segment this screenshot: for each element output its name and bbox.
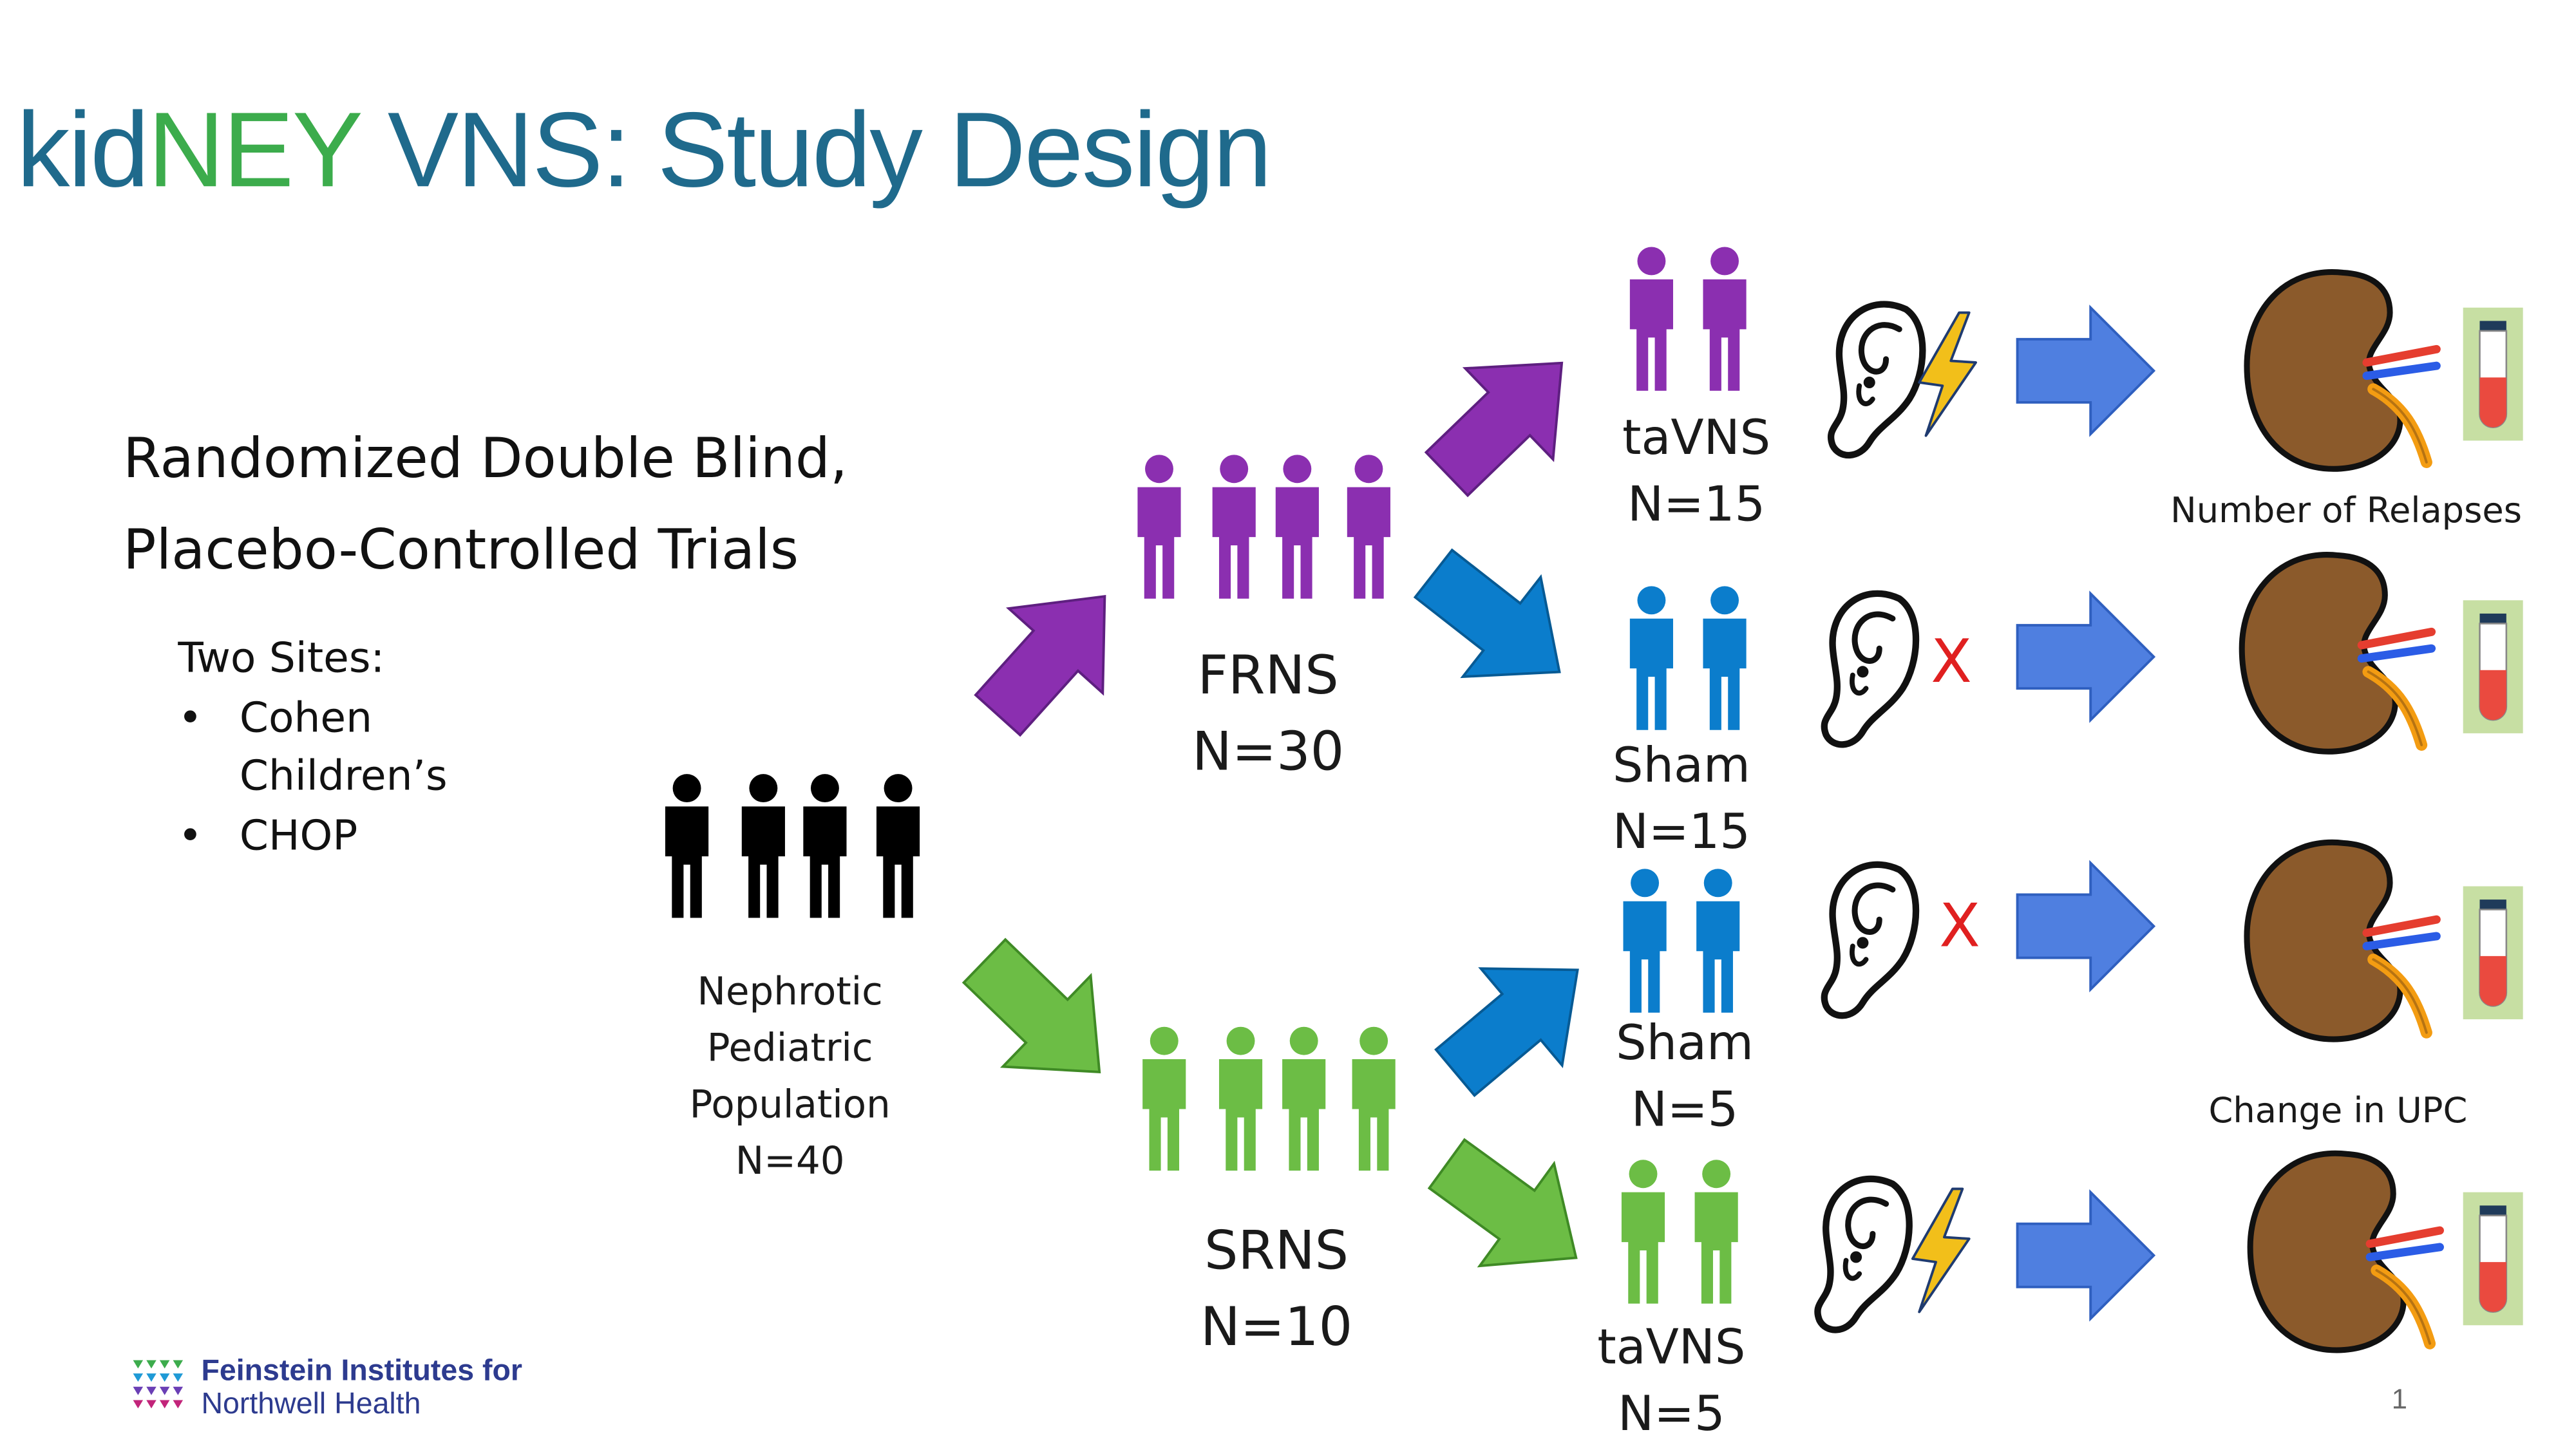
- srns-group: [1142, 1026, 1396, 1171]
- frns-name: FRNS: [1197, 643, 1339, 707]
- srns-label: SRNS N=10: [1173, 1212, 1381, 1366]
- title-part-kid: kid: [16, 89, 149, 210]
- blood-tube-icon: [2462, 1191, 2524, 1326]
- arrow-icon: [2016, 306, 2155, 435]
- arrow-icon: [1408, 1111, 1615, 1310]
- person-icon: [1629, 247, 1673, 391]
- person-icon: [1282, 1026, 1326, 1171]
- sites-heading: Two Sites:: [178, 633, 385, 682]
- page-title: kidNEY VNS: Study Design: [17, 97, 1272, 203]
- person-icon: [1623, 869, 1667, 1013]
- lightning-icon: [1918, 311, 1977, 437]
- design-line-1: Randomized Double Blind,: [123, 426, 848, 491]
- person-icon: [1347, 455, 1390, 599]
- kidney-icon: [2247, 272, 2436, 469]
- outcome-relapses: Number of Relapses: [2170, 490, 2522, 531]
- blood-tube-icon: [2462, 306, 2524, 442]
- population-line-3: Population: [689, 1084, 891, 1127]
- site-item-chop: CHOP: [178, 805, 506, 865]
- arm-n: N=15: [1627, 475, 1766, 532]
- arm-label-tavns-5: taVNS N=5: [1571, 1313, 1771, 1447]
- srns-name: SRNS: [1204, 1218, 1349, 1283]
- title-part-ney: NEY: [147, 89, 361, 210]
- arm-n: N=15: [1612, 803, 1750, 860]
- blood-tube-icon: [2462, 599, 2524, 735]
- lightning-icon: [1911, 1187, 1971, 1313]
- person-icon: [1696, 869, 1740, 1013]
- person-icon: [1275, 455, 1319, 599]
- sham-x-mark: X: [1931, 628, 1972, 697]
- person-icon: [1352, 1026, 1396, 1171]
- outcome-upc: Change in UPC: [2208, 1091, 2468, 1131]
- kidney-icon: [2242, 555, 2431, 752]
- arm-n: N=5: [1631, 1080, 1739, 1138]
- design-line-2: Placebo-Controlled Trials: [123, 517, 799, 582]
- person-icon: [1212, 455, 1256, 599]
- arm-label-tavns-15: taVNS N=15: [1596, 404, 1796, 538]
- arrow-icon: [2016, 1191, 2155, 1320]
- arm-tavns-5-people: [1621, 1160, 1738, 1304]
- site-item-cohen: Cohen Children’s: [178, 688, 506, 805]
- frns-label: FRNS N=30: [1164, 637, 1372, 790]
- arrow-icon: [1393, 522, 1600, 723]
- arm-name: taVNS: [1597, 1318, 1746, 1375]
- arm-sham-15-people: [1629, 586, 1747, 730]
- person-icon: [1694, 1160, 1738, 1304]
- person-icon: [1137, 455, 1181, 599]
- footer-logo-text: Feinstein Institutes for Northwell Healt…: [201, 1353, 522, 1420]
- arm-name: Sham: [1616, 1014, 1754, 1071]
- person-icon: [741, 774, 785, 918]
- feinstein-logo-icon: [133, 1360, 184, 1409]
- srns-n: N=10: [1200, 1295, 1353, 1359]
- footer-line-2: Northwell Health: [201, 1386, 421, 1420]
- arm-name: Sham: [1612, 737, 1750, 793]
- sham-x-mark: X: [1939, 892, 1980, 961]
- design-description: Randomized Double Blind, Placebo-Control…: [123, 412, 848, 595]
- population-group: [665, 774, 920, 918]
- person-icon: [1703, 247, 1747, 391]
- person-icon: [665, 774, 709, 918]
- arrow-icon: [2016, 862, 2155, 991]
- person-icon: [803, 774, 847, 918]
- arm-sham-5-people: [1623, 869, 1740, 1013]
- ear-icon: [1831, 305, 1922, 455]
- arrow-icon: [949, 552, 1153, 759]
- person-icon: [1629, 586, 1673, 730]
- population-n: N=40: [735, 1140, 845, 1184]
- footer-line-1: Feinstein Institutes for: [201, 1353, 522, 1387]
- kidney-icon: [2250, 1153, 2439, 1350]
- person-icon: [1142, 1026, 1186, 1171]
- arrow-icon: [939, 914, 1145, 1119]
- title-part-rest: VNS: Study Design: [359, 89, 1272, 210]
- sites-list: Two Sites: Cohen Children’s CHOP: [178, 628, 506, 865]
- page-number: 1: [2391, 1383, 2408, 1415]
- ear-icon: [1824, 594, 1916, 744]
- arm-tavns-15-people: [1629, 247, 1747, 391]
- arm-n: N=5: [1618, 1385, 1725, 1442]
- person-icon: [1621, 1160, 1665, 1304]
- arm-label-sham-15: Sham N=15: [1582, 731, 1781, 865]
- frns-group: [1137, 455, 1390, 599]
- arrow-icon: [1401, 316, 1607, 521]
- person-icon: [1218, 1026, 1263, 1171]
- ear-icon: [1817, 1179, 1909, 1330]
- population-label: Nephrotic Pediatric Population N=40: [657, 965, 923, 1191]
- person-icon: [876, 774, 920, 918]
- frns-n: N=30: [1192, 720, 1345, 784]
- kidney-icon: [2247, 842, 2436, 1039]
- person-icon: [1703, 586, 1747, 730]
- sites-items: Cohen Children’s CHOP: [178, 688, 506, 865]
- arrow-icon: [2016, 592, 2155, 722]
- arm-label-sham-5: Sham N=5: [1585, 1010, 1785, 1143]
- population-line-1: Nephrotic: [697, 971, 883, 1015]
- blood-tube-icon: [2462, 885, 2524, 1021]
- ear-icon: [1824, 865, 1916, 1015]
- population-line-2: Pediatric: [706, 1027, 873, 1071]
- arm-name: taVNS: [1622, 409, 1771, 466]
